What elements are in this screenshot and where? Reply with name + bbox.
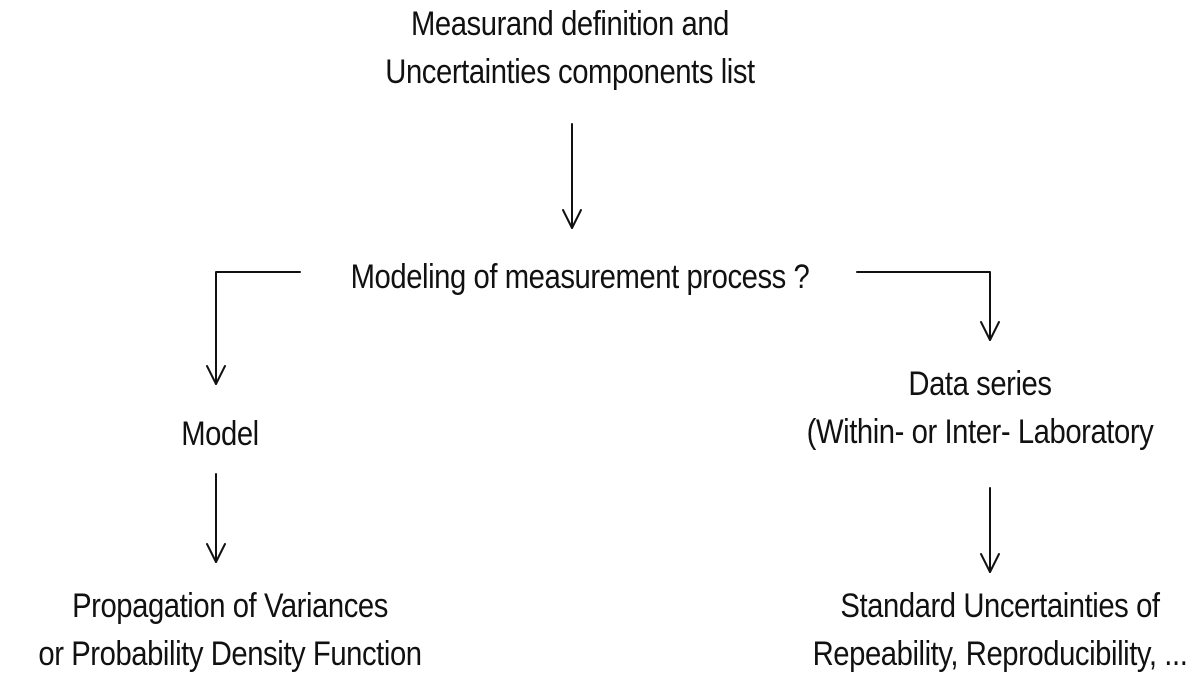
- arrow-question-to-model: [206, 271, 301, 385]
- propagation-node: Propagation of Variances or Probability …: [15, 582, 445, 678]
- arrow-question-to-data-series: [856, 271, 1000, 341]
- arrow-top-to-question: [562, 123, 582, 229]
- modeling-question-node: Modeling of measurement process ?: [313, 253, 846, 301]
- standard-uncertainties-line-1: Standard Uncertainties of: [840, 587, 1160, 625]
- data-series-node: Data series (Within- or Inter- Laborator…: [756, 360, 1200, 456]
- data-series-line-1: Data series: [908, 365, 1052, 403]
- propagation-line-2: or Probability Density Function: [38, 635, 422, 673]
- standard-uncertainties-node: Standard Uncertainties of Repeability, R…: [776, 582, 1200, 678]
- measurand-definition-node: Measurand definition and Uncertainties c…: [364, 0, 777, 96]
- arrow-data-series-to-standard-uncertainties: [980, 487, 1000, 573]
- standard-uncertainties-line-2: Repeability, Reproducibility, ...: [812, 635, 1188, 673]
- propagation-line-1: Propagation of Variances: [72, 587, 388, 625]
- model-label: Model: [181, 415, 259, 453]
- model-node: Model: [108, 410, 332, 458]
- arrow-model-to-propagation: [206, 473, 226, 563]
- data-series-line-2: (Within- or Inter- Laboratory: [806, 413, 1154, 451]
- measurand-definition-line-2: Uncertainties components list: [385, 53, 755, 91]
- measurand-definition-line-1: Measurand definition and: [410, 5, 730, 43]
- modeling-question-text: Modeling of measurement process ?: [350, 258, 810, 296]
